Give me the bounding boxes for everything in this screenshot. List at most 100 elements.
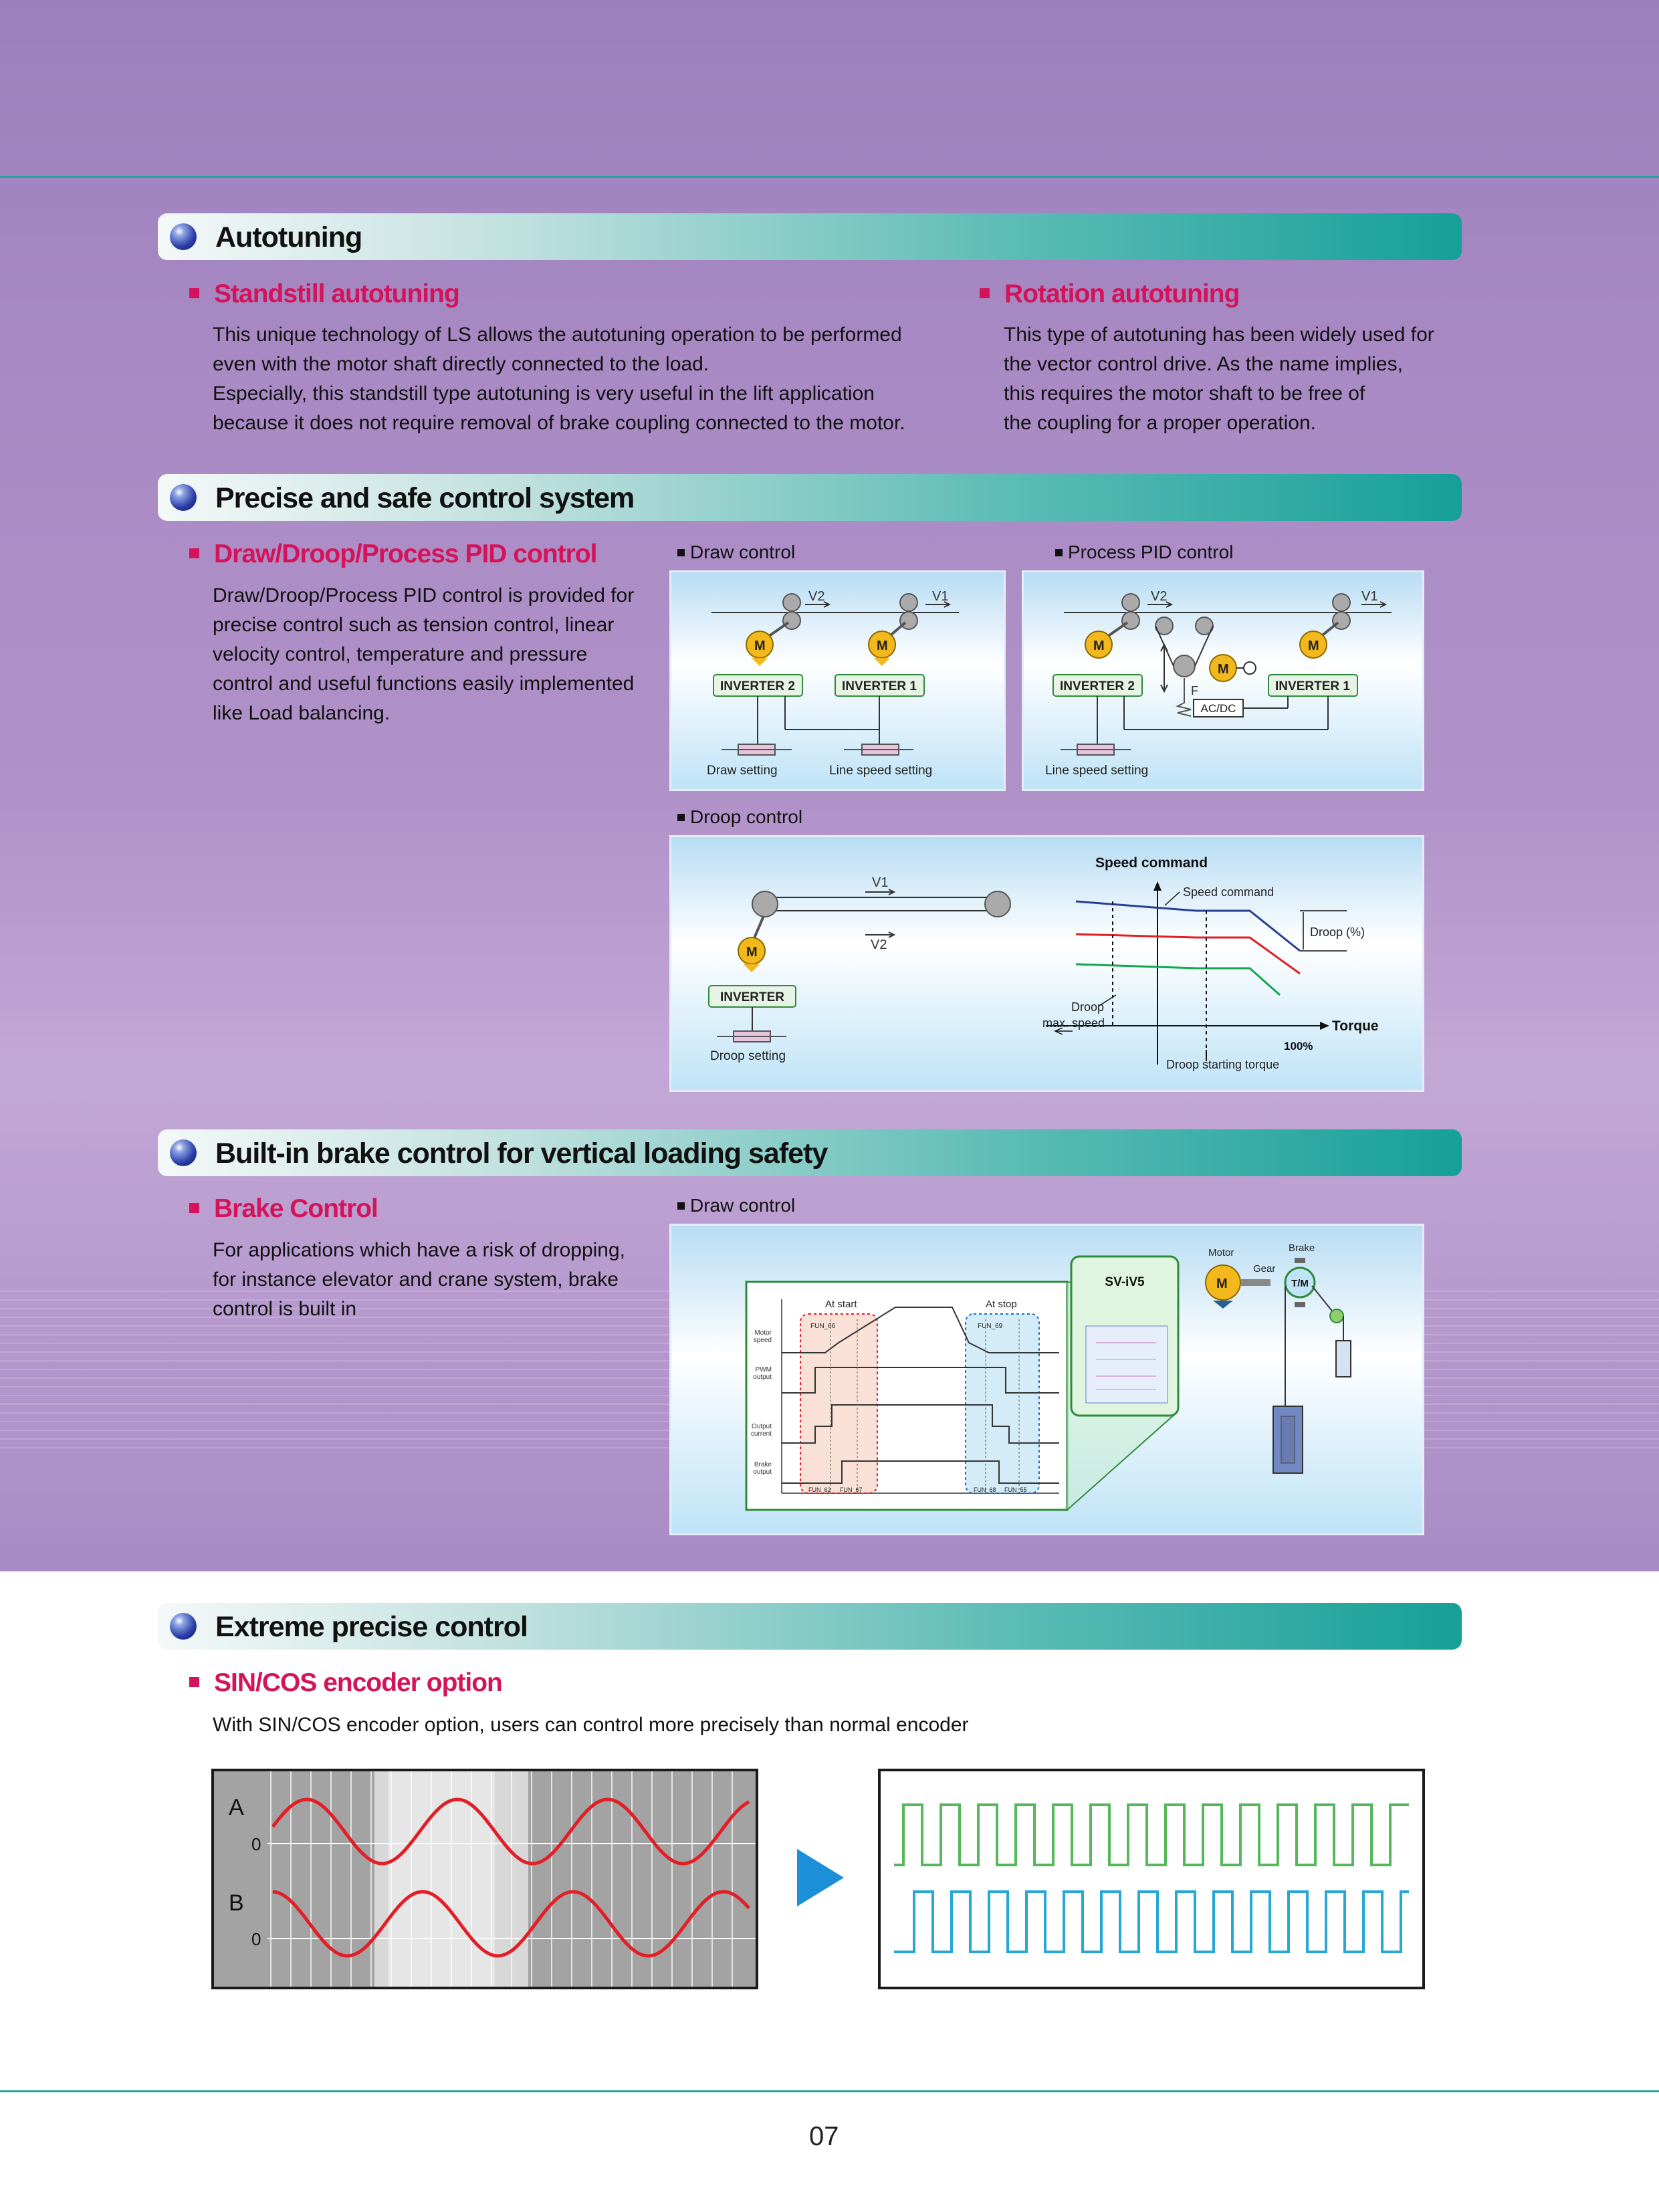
line-speed-setting-label: Line speed setting	[829, 764, 932, 778]
text-line: This unique technology of LS allows the …	[213, 324, 902, 346]
v2-label: V2	[808, 589, 824, 604]
svg-text:Droop (%): Droop (%)	[1310, 925, 1365, 939]
square-bullet-icon	[189, 288, 199, 298]
svg-text:current: current	[751, 1430, 772, 1438]
svg-text:Motor: Motor	[1208, 1247, 1234, 1258]
svg-text:FUN_66: FUN_66	[810, 1323, 836, 1330]
svg-text:FUN_67: FUN_67	[840, 1486, 863, 1493]
signal-b-label: B	[229, 1890, 244, 1916]
pulse-wave-b	[894, 1890, 1409, 1953]
svg-text:Brake: Brake	[1289, 1242, 1315, 1254]
text-line: for instance elevator and crane system, …	[213, 1268, 619, 1291]
svg-text:output: output	[753, 1373, 772, 1381]
svg-text:M: M	[1093, 639, 1105, 653]
svg-text:Gear: Gear	[1253, 1263, 1275, 1275]
svg-text:V1: V1	[1361, 589, 1377, 604]
pid-paragraph: Draw/Droop/Process PID control is provid…	[213, 581, 634, 728]
svg-text:Speed command: Speed command	[1183, 885, 1274, 899]
svg-text:At start: At start	[825, 1299, 857, 1310]
svg-text:Brake: Brake	[754, 1461, 772, 1468]
svg-text:M: M	[746, 945, 758, 960]
svg-text:AC/DC: AC/DC	[1201, 702, 1236, 715]
text-line: With SIN/COS encoder option, users can c…	[213, 1714, 969, 1736]
pulse-signal-panel	[878, 1769, 1425, 1989]
svg-text:PWM: PWM	[756, 1366, 772, 1373]
subheading-encoder: SIN/COS encoder option	[189, 1668, 503, 1698]
rotation-paragraph: This type of autotuning has been widely …	[1004, 320, 1434, 438]
svg-text:output: output	[753, 1468, 772, 1476]
text-line: even with the motor shaft directly conne…	[213, 353, 709, 375]
play-arrow-icon	[797, 1849, 844, 1906]
bullet-sphere-icon	[170, 1139, 197, 1166]
svg-text:INVERTER 1: INVERTER 1	[842, 679, 917, 693]
text-line: the coupling for a proper operation.	[1004, 412, 1316, 434]
subheading-pid: Draw/Droop/Process PID control	[189, 540, 597, 569]
sincos-signal-panel: A 0 B 0	[211, 1769, 758, 1989]
svg-text:FUN_55: FUN_55	[1004, 1486, 1027, 1493]
svg-text:V2: V2	[871, 937, 887, 952]
acdc-box	[1193, 699, 1244, 717]
svg-text:M: M	[877, 639, 888, 653]
svg-text:Line speed setting: Line speed setting	[1045, 764, 1148, 778]
svg-text:Output: Output	[752, 1423, 772, 1430]
svg-text:0: 0	[251, 1929, 261, 1949]
section-title: Precise and safe control system	[215, 482, 635, 514]
section-title: Extreme precise control	[215, 1611, 528, 1643]
svg-text:M: M	[1218, 662, 1229, 677]
section-title: Built-in brake control for vertical load…	[215, 1137, 828, 1170]
svg-text:F: F	[1191, 684, 1198, 697]
section-bar-extreme: Extreme precise control	[158, 1603, 1462, 1650]
text-line: control is built in	[213, 1298, 357, 1320]
bullet-sphere-icon	[170, 223, 197, 250]
svg-text:INVERTER 2: INVERTER 2	[720, 679, 795, 693]
section-title: Autotuning	[215, 221, 362, 253]
top-rule	[0, 176, 1659, 178]
square-bullet-icon	[189, 1677, 199, 1687]
v1-label: V1	[932, 589, 948, 604]
svg-text:V1: V1	[872, 875, 888, 890]
section-bar-precise: Precise and safe control system	[158, 474, 1462, 521]
section-bar-autotuning: Autotuning	[158, 213, 1462, 260]
svg-text:100%: 100%	[1284, 1040, 1313, 1053]
text-line: the vector control drive. As the name im…	[1004, 353, 1403, 375]
draw-control-diagram: V2 V1 M M INVERTER 2 INVERTER 1 Draw set…	[669, 570, 1006, 791]
encoder-paragraph: With SIN/COS encoder option, users can c…	[213, 1710, 969, 1740]
page-number: 07	[809, 2122, 839, 2151]
text-line: Draw/Droop/Process PID control is provid…	[213, 584, 635, 606]
caption-draw-control: Draw control	[677, 542, 795, 563]
square-bullet-icon	[189, 1203, 199, 1213]
svg-text:Droop setting: Droop setting	[710, 1049, 786, 1063]
pulse-wave-a	[894, 1803, 1409, 1866]
bullet-sphere-icon	[170, 484, 197, 511]
caption-brake-diagram: Draw control	[677, 1195, 795, 1216]
svg-text:Motor: Motor	[754, 1329, 772, 1337]
text-line: velocity control, temperature and pressu…	[213, 643, 588, 665]
svg-text:speed: speed	[754, 1337, 772, 1344]
sine-wave-a	[271, 1797, 750, 1866]
bottom-rule	[0, 2090, 1659, 2092]
brake-control-diagram: At start At stop FUN_66 FUN_69 Motor spe…	[669, 1224, 1424, 1535]
svg-text:M: M	[1308, 639, 1319, 653]
subheading-rotation: Rotation autotuning	[980, 280, 1240, 309]
text-line: like Load balancing.	[213, 702, 391, 724]
section-bar-brake: Built-in brake control for vertical load…	[158, 1129, 1462, 1176]
svg-text:At stop: At stop	[986, 1299, 1017, 1310]
brake-paragraph: For applications which have a risk of dr…	[213, 1236, 625, 1324]
svg-text:V2: V2	[1151, 589, 1167, 604]
square-bullet-icon	[980, 288, 990, 298]
svg-text:FUN_68: FUN_68	[974, 1486, 996, 1493]
signal-a-label: A	[229, 1795, 244, 1820]
svg-text:FUN_69: FUN_69	[978, 1323, 1003, 1330]
text-line: because it does not require removal of b…	[213, 412, 905, 434]
draw-setting-label: Draw setting	[707, 764, 778, 778]
svg-text:Droop starting torque: Droop starting torque	[1166, 1058, 1279, 1071]
text-line: This type of autotuning has been widely …	[1004, 324, 1434, 346]
svg-text:M: M	[754, 639, 766, 653]
square-bullet-icon	[189, 548, 199, 558]
svg-text:M: M	[1216, 1277, 1228, 1291]
sine-wave-b	[272, 1890, 750, 1958]
svg-text:0: 0	[251, 1834, 261, 1854]
tm-icon	[1284, 1266, 1316, 1299]
svg-text:Speed command: Speed command	[1095, 855, 1208, 871]
text-line: this requires the motor shaft to be free…	[1004, 382, 1365, 405]
